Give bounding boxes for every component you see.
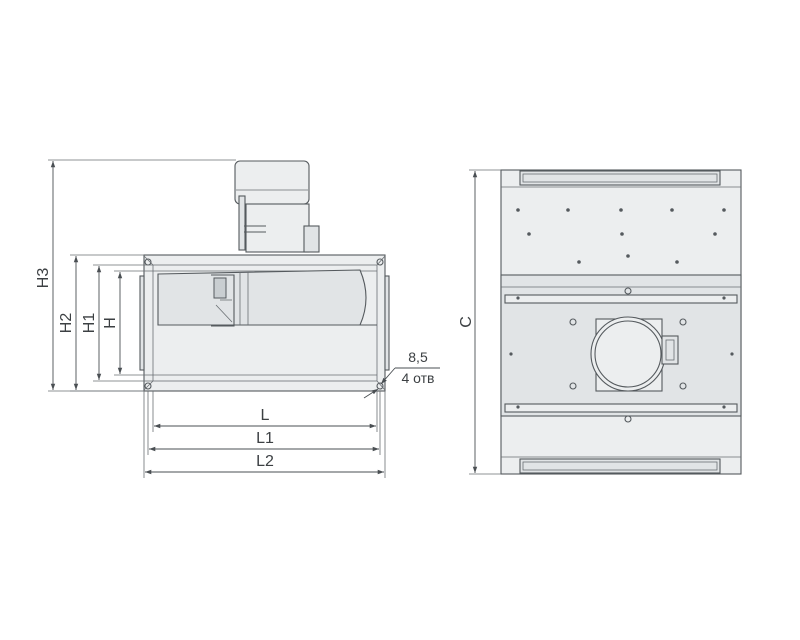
label-h: H (102, 317, 119, 329)
extension-lines (48, 159, 386, 478)
label-l: L (261, 407, 270, 424)
bolt-holes (569, 287, 687, 423)
side-view: H3 H2 H1 H L L1 L2 8,5 4 отв (35, 159, 440, 478)
vertical-dimensions (50, 161, 123, 390)
front-view: C (458, 169, 742, 475)
mounting-holes (143, 255, 386, 391)
label-c: C (458, 316, 475, 328)
label-hole-diameter: 8,5 (408, 349, 428, 365)
impeller (157, 269, 377, 327)
dimension-c (469, 169, 501, 475)
label-h2: H2 (58, 313, 75, 334)
inlet-ring (590, 316, 679, 392)
label-l2: L2 (256, 453, 274, 470)
hole-callout (363, 367, 440, 399)
horizontal-dimensions (145, 423, 384, 475)
mounting-plate (500, 274, 742, 417)
label-h1: H1 (81, 313, 98, 334)
fastener-dots (509, 208, 734, 409)
motor (234, 160, 320, 253)
label-hole-count: 4 отв (401, 370, 434, 386)
label-h3: H3 (35, 268, 52, 289)
label-l1: L1 (256, 430, 274, 447)
